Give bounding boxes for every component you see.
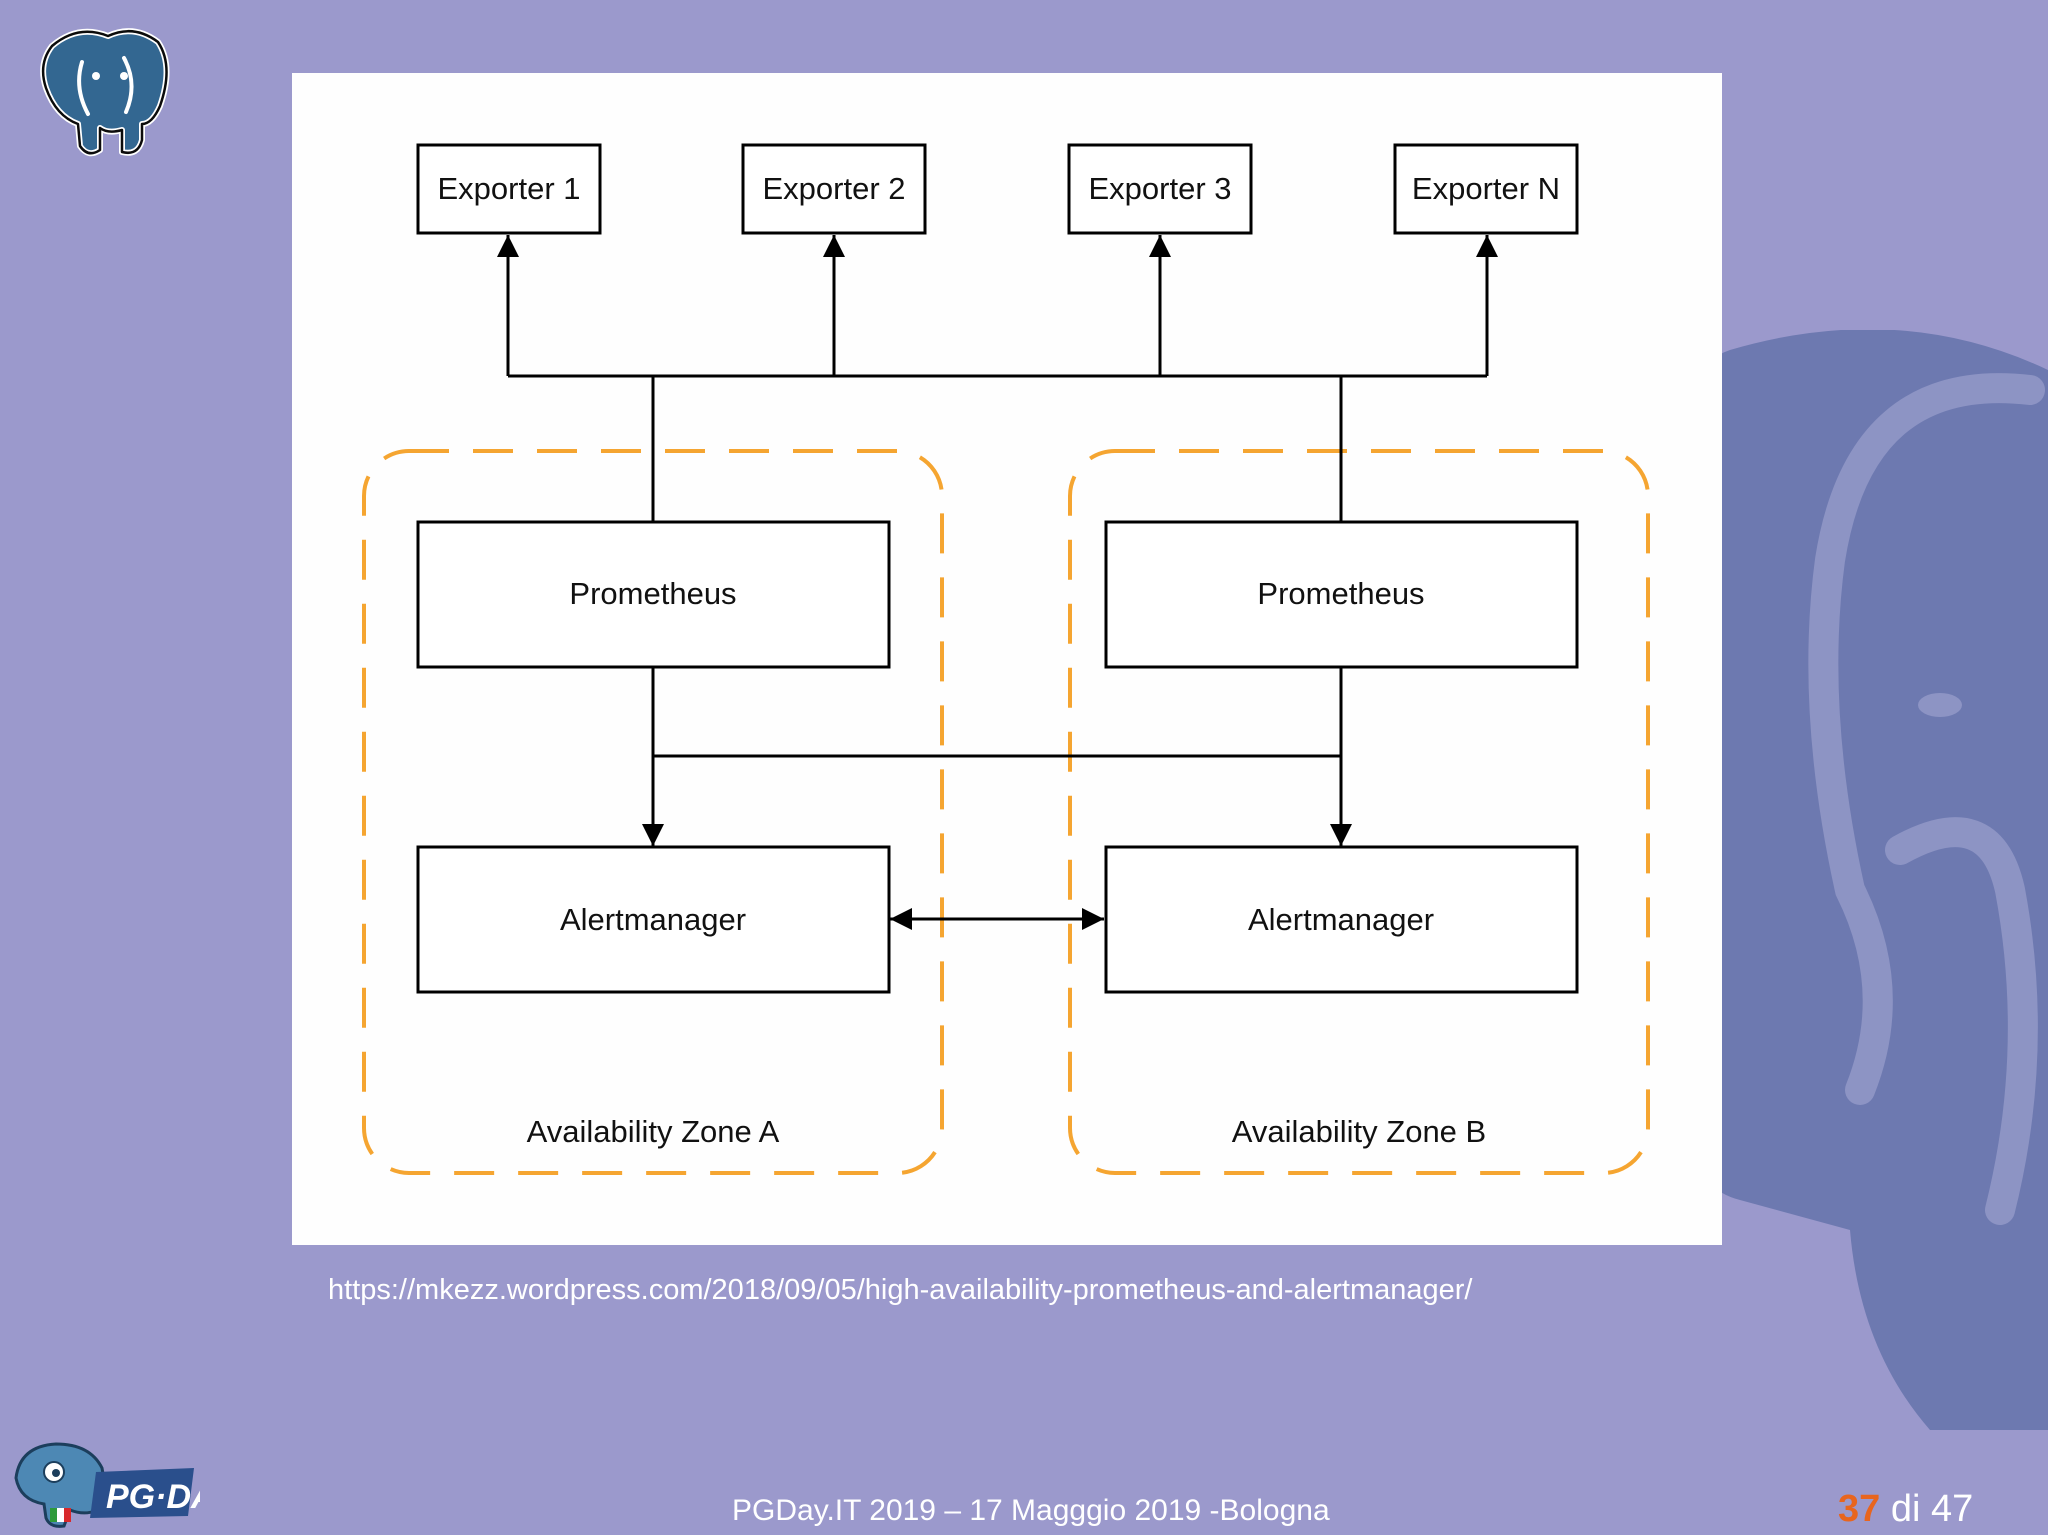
diagram-panel: Exporter 1 Exporter 2 Exporter 3 Exporte… [292,73,1722,1245]
page-current: 37 [1838,1488,1881,1530]
exporter-box: Exporter 1 [416,143,602,235]
prometheus-box-zone-b: Prometheus [1104,520,1579,669]
page-separator: di [1890,1488,1921,1530]
page-total: 47 [1930,1488,1974,1530]
elephant-watermark-icon [1700,330,2048,1430]
exporter-label: Exporter 2 [762,171,905,206]
alertmanager-box-zone-a: Alertmanager [416,845,891,994]
postgresql-elephant-icon [40,28,170,157]
prometheus-box-zone-a: Prometheus [416,520,891,669]
zone-b-boundary [1068,449,1650,1175]
alertmanager-box-zone-b: Alertmanager [1104,845,1579,994]
zone-a-boundary [362,449,944,1175]
zone-a-label: Availability Zone A [527,1114,780,1149]
alertmanager-label: Alertmanager [560,902,746,937]
svg-text:PG·DAY: PG·DAY [106,1478,200,1516]
prometheus-label: Prometheus [569,576,736,611]
exporter-label: Exporter 1 [437,171,580,206]
exporter-box: Exporter N [1393,143,1579,235]
exporter-box: Exporter 3 [1067,143,1253,235]
source-link[interactable]: https://mkezz.wordpress.com/2018/09/05/h… [328,1274,1473,1306]
zone-b-label: Availability Zone B [1232,1114,1486,1149]
page-counter: 37 di 47 [1838,1488,1973,1531]
architecture-diagram: Exporter 1 Exporter 2 Exporter 3 Exporte… [362,143,1650,1175]
prometheus-label: Prometheus [1257,576,1424,611]
exporter-label: Exporter 3 [1088,171,1231,206]
alertmanager-label: Alertmanager [1248,902,1434,937]
exporter-box: Exporter 2 [741,143,927,235]
pgday-logo-icon: PG·DAY [14,1442,200,1528]
footer-event-text: PGDay.IT 2019 – 17 Magggio 2019 -Bologna [732,1494,1330,1527]
exporter-label: Exporter N [1412,171,1560,206]
